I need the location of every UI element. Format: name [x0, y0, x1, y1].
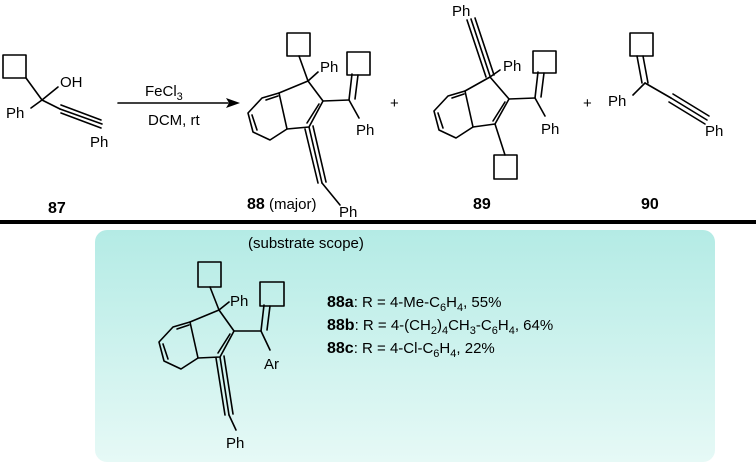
scope-entry-88c: 88c: R = 4-Cl-C6H4, 22%	[327, 340, 495, 360]
scope-entry-88a: 88a: R = 4-Me-C6H4, 55%	[327, 294, 501, 314]
compound-88: Ph Ph Ph 88 (major)	[247, 32, 374, 221]
cyclobutylidene-ring	[629, 32, 654, 57]
ph-label: Ph	[90, 134, 108, 151]
cyclobutyl-ring	[2, 54, 27, 79]
compound-87: OH Ph Ph 87	[2, 54, 108, 217]
cyclobutylidene-ring	[259, 281, 285, 307]
plus-sign: +	[583, 95, 592, 112]
cyclobutylidene-ring	[532, 50, 557, 74]
ph-label: Ph	[320, 59, 338, 76]
scope-entry-88b: 88b: R = 4-(CH2)4CH3-C6H4, 64%	[327, 317, 553, 337]
compound-number: 90	[641, 196, 659, 213]
cyclobutylidene-ring	[346, 51, 371, 76]
reagent-label: FeCl3	[145, 83, 183, 103]
oh-label: OH	[60, 74, 83, 91]
plus-sign: +	[390, 95, 399, 112]
ph-label: Ph	[705, 123, 723, 140]
compound-89: Ph Ph Ph 89	[433, 3, 559, 213]
ph-label: Ph	[230, 293, 248, 310]
compound-90: Ph Ph 90	[608, 32, 723, 213]
ph-label: Ph	[452, 3, 470, 20]
compound-number: 87	[48, 200, 66, 217]
conditions-label: DCM, rt	[148, 112, 200, 129]
ph-label: Ph	[356, 122, 374, 139]
section-divider	[0, 220, 756, 224]
reaction-arrow: FeCl3 DCM, rt	[117, 83, 240, 129]
ph-label: Ph	[6, 105, 24, 122]
ph-label: Ph	[339, 204, 357, 221]
ph-label: Ph	[503, 58, 521, 75]
substrate-scope-panel: (substrate scope) Ph Ar Ph 88a: R = 4-Me…	[95, 230, 715, 462]
ar-label: Ar	[264, 356, 279, 373]
compound-number: 89	[473, 196, 491, 213]
cyclobutyl-ring	[286, 32, 311, 57]
cyclobutyl-ring	[493, 154, 518, 180]
scope-title: (substrate scope)	[248, 235, 364, 252]
compound-label: 88 (major)	[247, 196, 316, 213]
ph-label: Ph	[608, 93, 626, 110]
scope-box	[95, 230, 715, 462]
cyclobutyl-ring	[197, 261, 222, 288]
ph-label: Ph	[541, 121, 559, 138]
ph-label: Ph	[226, 435, 244, 452]
